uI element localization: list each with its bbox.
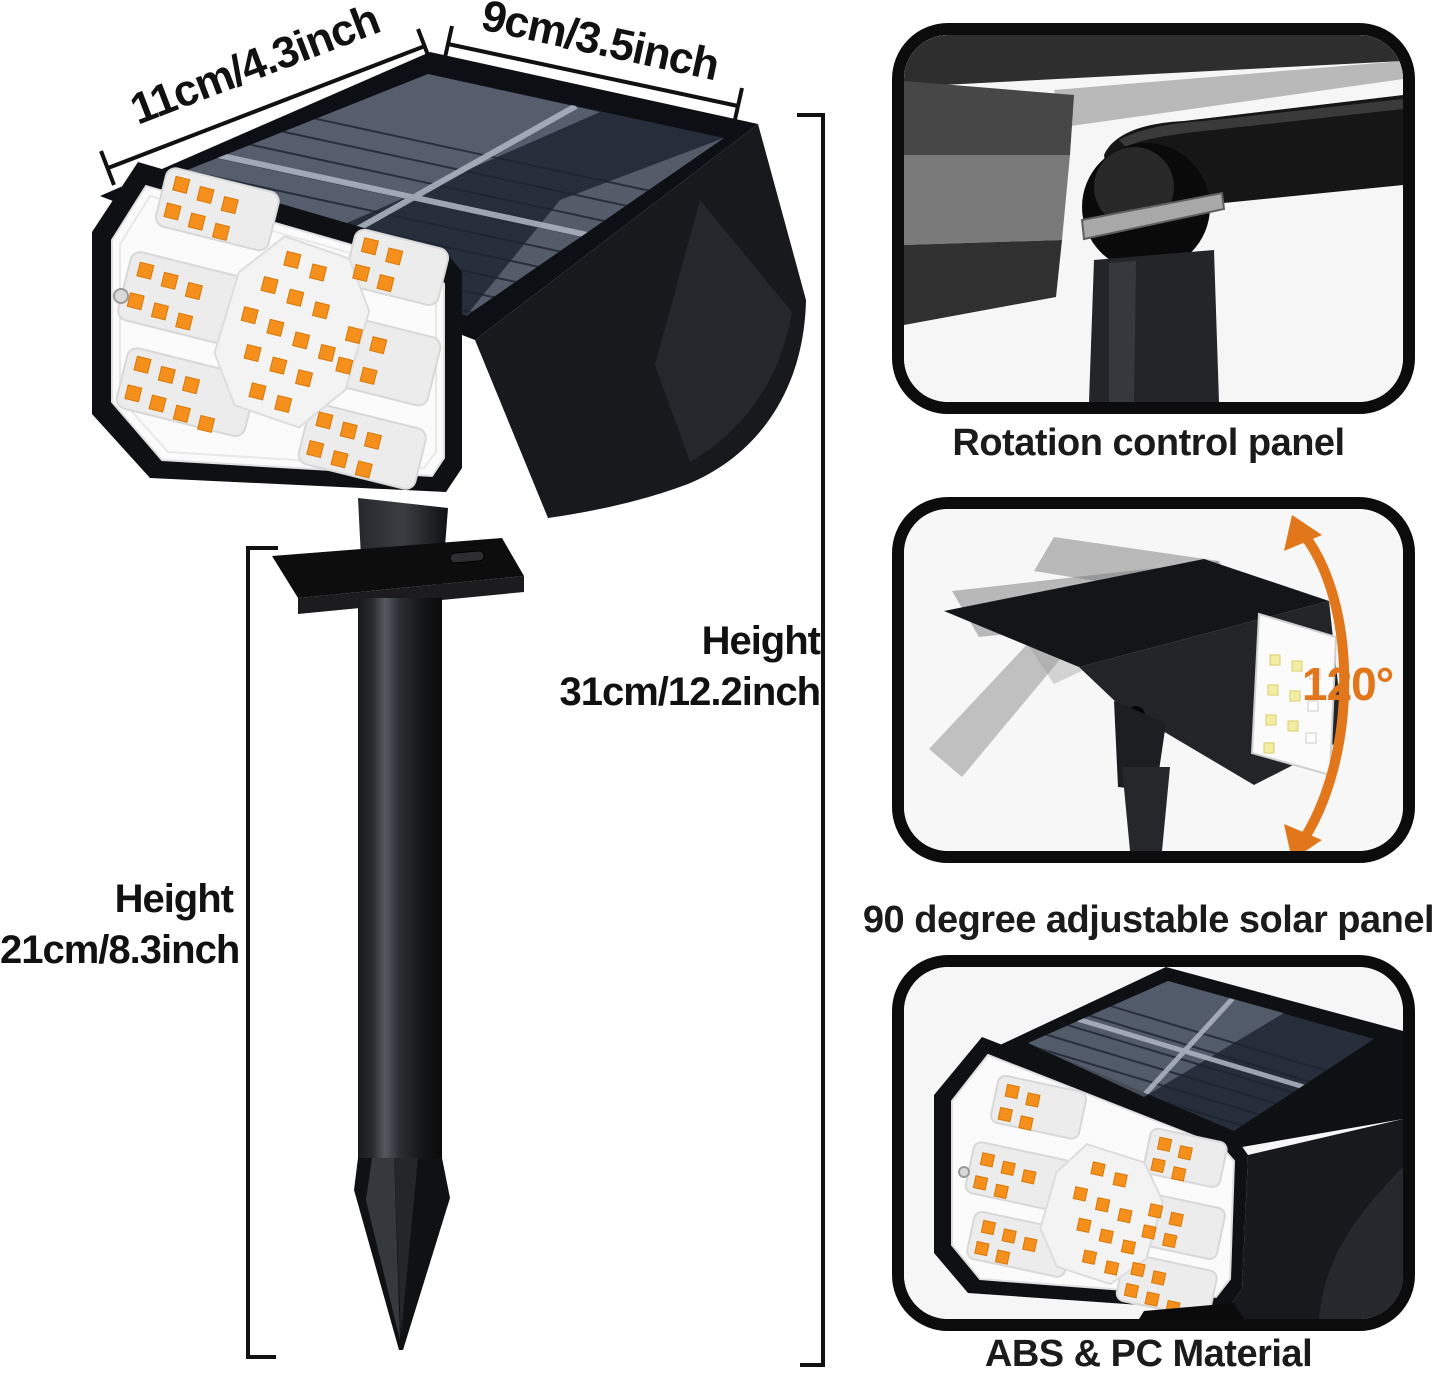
total-height-title: Height	[701, 619, 821, 663]
total-height-value: 31cm/12.2inch	[559, 670, 822, 714]
mounting-assembly	[272, 498, 524, 1350]
led-face	[92, 162, 462, 492]
face-screw	[113, 288, 129, 304]
tilted-head	[944, 559, 1344, 851]
stake-height-title: Height	[114, 877, 234, 921]
solar-spotlight-illustration	[92, 25, 825, 1367]
pole	[358, 598, 442, 1158]
rotation-range-arrow-icon	[1284, 515, 1350, 851]
adjustable-head-illustration	[904, 509, 1403, 851]
led-array	[124, 175, 404, 479]
joint-slot	[1080, 191, 1226, 241]
angle-range-label: 120°	[1302, 658, 1394, 710]
feature-panel-rotation	[892, 23, 1415, 414]
led-array-small	[972, 1083, 1193, 1316]
rotation-joint-closeup	[904, 35, 1403, 402]
dimension-line-stake-height	[246, 546, 278, 1359]
feature-caption-rotation: Rotation control panel	[952, 422, 1345, 464]
dimension-label-total-height: Height 31cm/12.2inch	[520, 616, 822, 718]
feature-caption-adjustable: 90 degree adjustable solar panel	[862, 899, 1435, 941]
feature-caption-material: ABS & PC Material	[984, 1333, 1313, 1375]
material-closeup-illustration	[904, 967, 1403, 1319]
feature-panel-adjustable: 120°	[892, 497, 1415, 863]
dimension-label-stake-height: Height 21cm/8.3inch	[0, 874, 240, 976]
dimension-line-total-height	[797, 113, 825, 1367]
joint-pole	[1089, 250, 1219, 402]
stake-height-value: 21cm/8.3inch	[0, 928, 240, 972]
spotlight-body	[475, 124, 806, 518]
feature-panel-material	[892, 955, 1415, 1331]
